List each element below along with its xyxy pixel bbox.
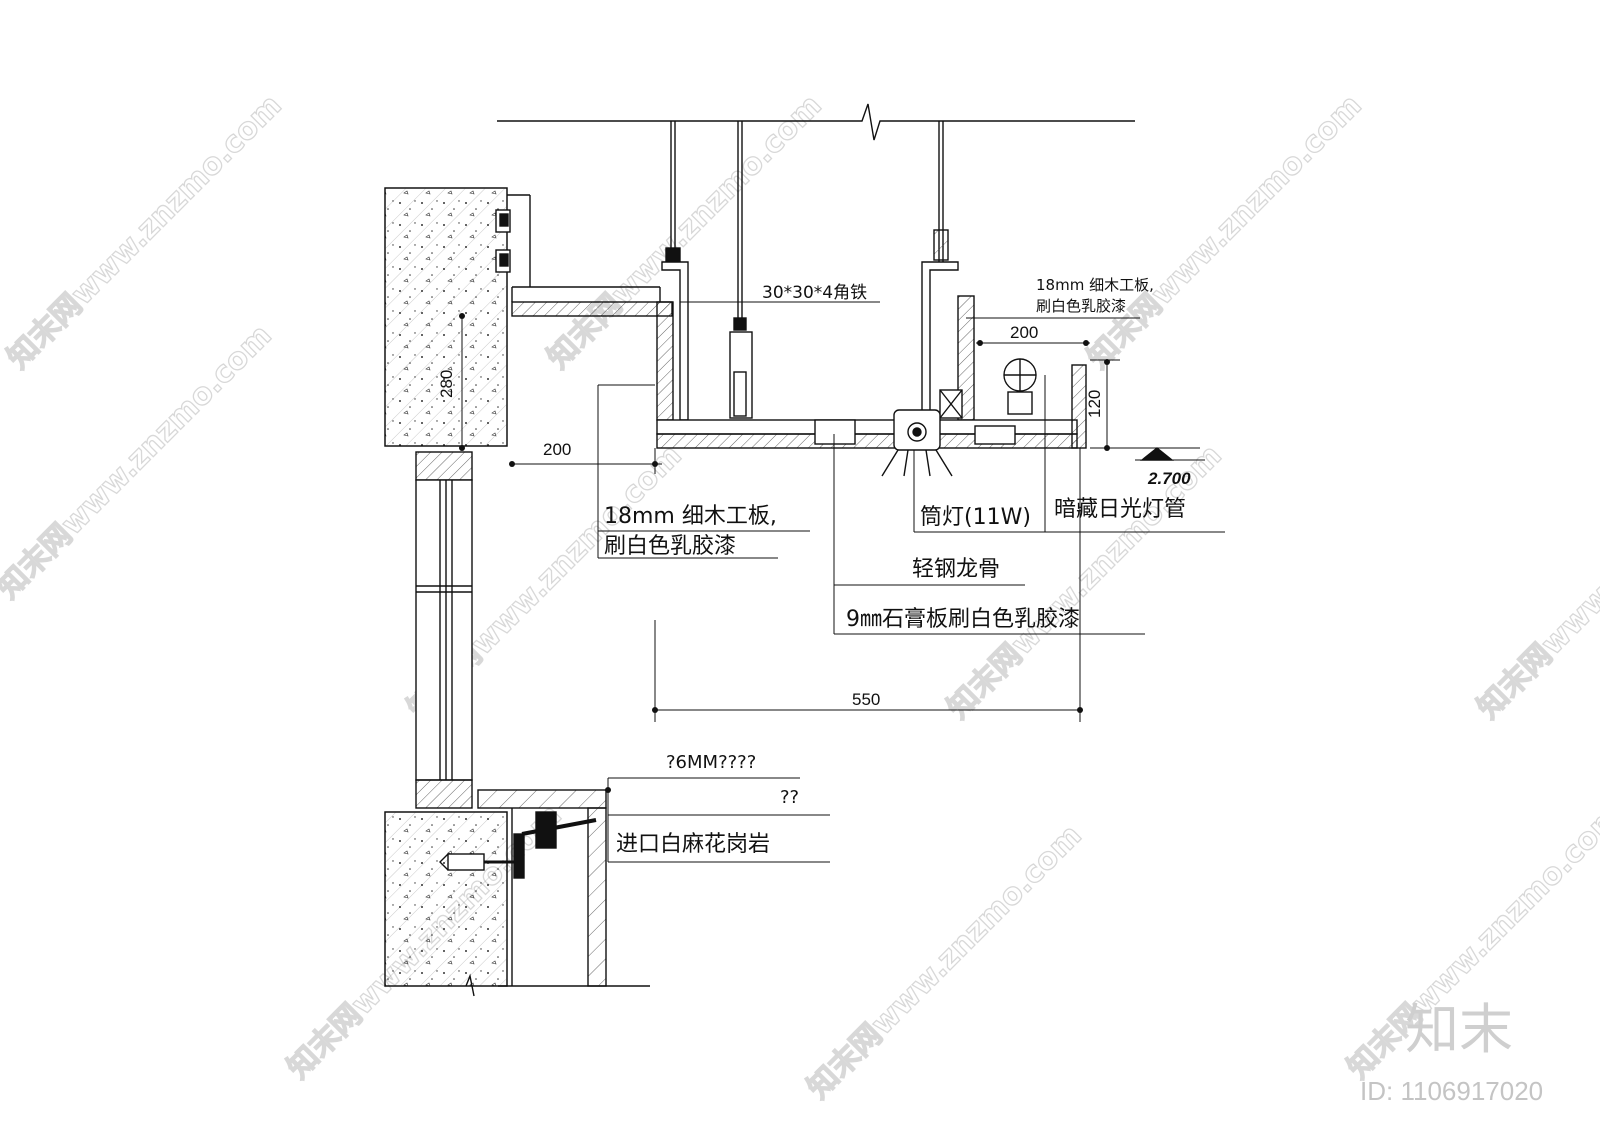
rod-nut [733, 317, 747, 331]
dim-200-right-text: 200 [1010, 323, 1038, 342]
light-ray [925, 449, 931, 477]
label-unknown: ?? [780, 787, 799, 808]
label-gypsum-board: 9㎜石膏板刷白色乳胶漆 [846, 607, 1080, 632]
dim-200-left-text: 200 [543, 440, 571, 459]
tube-holder [1007, 391, 1033, 415]
light-ray [881, 449, 899, 477]
dim-550-text: 550 [852, 690, 880, 709]
label-downlight: 筒灯(11W) [920, 505, 1031, 530]
anchor-bolt [499, 253, 509, 267]
side-board-left [656, 301, 674, 421]
label-board-left-1: 18mm 细木工板, [604, 504, 777, 529]
bracket-plate [513, 833, 525, 879]
light-ray [903, 449, 909, 477]
label-light-steel-keel: 轻钢龙骨 [912, 557, 1000, 582]
lower-wall-hatch [384, 811, 508, 987]
granite-top [477, 789, 607, 809]
label-board-right-2: 刷白色乳胶漆 [1036, 297, 1126, 315]
label-angle-iron: 30*30*4角铁 [762, 283, 867, 303]
image-id-text: ID: 1106917020 [1360, 1076, 1543, 1106]
keel-profile [814, 419, 856, 445]
granite-face [587, 807, 607, 987]
expansion-bolt [447, 853, 485, 871]
label-hidden-tube: 暗藏日光灯管 [1054, 497, 1186, 522]
rod-thread [933, 229, 949, 261]
watermark-text: 知末网www.znzmo.com [0, 318, 279, 606]
keel-hanger-inner [733, 371, 747, 417]
watermark-text: 知末网www.znzmo.com [1471, 438, 1600, 726]
label-board-right-1: 18mm 细木工板, [1036, 276, 1154, 294]
slab-line [497, 103, 1135, 141]
top-board-left [511, 301, 673, 317]
anchor-bolt [499, 213, 509, 227]
upper-wall-hatch [384, 187, 508, 447]
window-sill [415, 779, 473, 809]
watermark-layer: 知末网www.znzmo.com 知末网www.znzmo.com 知末网www… [0, 87, 1600, 1106]
rod-nut [665, 247, 681, 263]
watermark-text: 知末网www.znzmo.com [1081, 88, 1369, 376]
label-glass-6mm: ?6MM???? [666, 752, 756, 773]
brand-logo-text: 知末 [1405, 998, 1513, 1061]
steel-bracket [521, 818, 597, 836]
keel-profile [974, 425, 1016, 445]
bolt-nut [535, 811, 557, 849]
label-board-left-2: 刷白色乳胶漆 [604, 534, 736, 559]
drawing-lines [384, 103, 1225, 997]
dim-120-text: 120 [1085, 390, 1104, 418]
elevation-text: 2.700 [1147, 469, 1191, 488]
window-frame [415, 479, 473, 781]
light-ray [935, 449, 953, 477]
label-granite: 进口白麻花岗岩 [616, 832, 770, 857]
window-head [415, 451, 473, 481]
elevation-marker [1140, 447, 1174, 461]
break-mark [465, 973, 475, 997]
upturn-board [1071, 364, 1087, 449]
watermark-text: 知末网www.znzmo.com [801, 818, 1089, 1106]
dim-280-text: 280 [437, 370, 456, 398]
